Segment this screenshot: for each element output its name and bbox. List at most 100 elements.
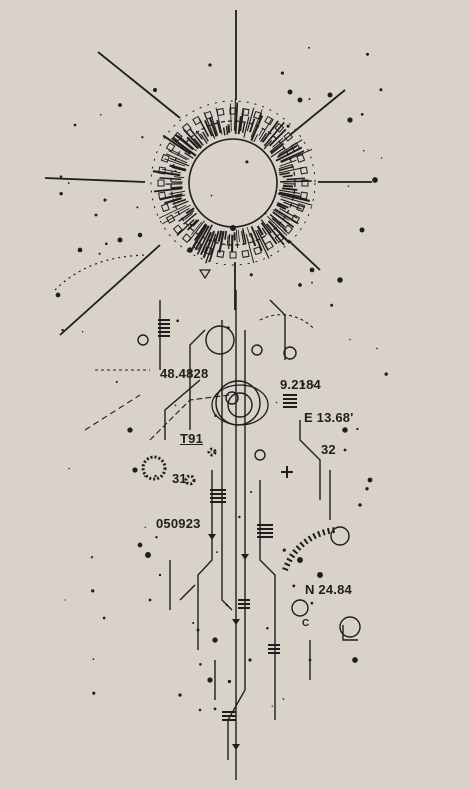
sun-long-ray	[44, 177, 146, 183]
sun-ring-notch	[241, 108, 250, 117]
sun-ring-notch	[172, 224, 183, 235]
scatter-dot	[352, 657, 358, 663]
sun-ray-tick	[270, 142, 285, 155]
scatter-dot	[127, 427, 133, 433]
sun-ray-tick	[261, 120, 279, 143]
sun-ray-tick	[200, 133, 208, 144]
scatter-dot	[264, 212, 267, 215]
sun-ray-tick	[250, 115, 264, 142]
sun-ring-notch	[181, 233, 192, 244]
number-31-label: 31	[172, 471, 187, 486]
coordinate-label-a: 48.4828	[160, 366, 209, 381]
sun-ray-tick	[208, 117, 218, 137]
sun-ray-tick	[258, 128, 264, 136]
scatter-dot	[286, 124, 290, 128]
scatter-dot	[292, 584, 296, 588]
sun-ray-tick	[161, 207, 190, 225]
scatter-dot	[297, 557, 303, 563]
sun-ray-tick	[183, 212, 197, 225]
sun-ring-notch	[264, 240, 274, 251]
sun-ring-notch	[192, 240, 202, 251]
circuit-node-ellipse	[211, 384, 269, 426]
sun-ray-tick	[286, 177, 306, 181]
sun-ray-tick	[279, 191, 302, 198]
scatter-dot	[196, 628, 200, 632]
sun-ray-tick	[267, 216, 288, 236]
sun-ray-tick	[186, 136, 200, 150]
sun-ray-tick	[256, 225, 264, 236]
scatter-dot	[55, 292, 61, 298]
sun-ring-notch	[229, 251, 237, 259]
scatter-dot	[103, 198, 107, 202]
sun-ring-notch	[203, 246, 213, 256]
sun-ray-tick	[173, 176, 185, 179]
scatter-dot	[337, 277, 343, 283]
sun-ray-tick	[279, 208, 298, 219]
scatter-dot	[192, 621, 195, 624]
sun-ray-tick	[267, 220, 291, 244]
sun-ray-tick	[277, 144, 298, 158]
sun-ray-tick	[282, 174, 293, 178]
sun-ray-tick	[269, 133, 293, 153]
sun-ray-tick	[189, 128, 204, 146]
sun-ray-tick	[158, 204, 187, 219]
scatter-dot	[367, 477, 373, 483]
sun-ray-tick	[282, 184, 294, 188]
scatter-dot	[379, 88, 383, 92]
sun-ring-notch	[158, 191, 167, 200]
sun-ring-notch	[299, 166, 308, 175]
scatter-dot	[360, 113, 364, 116]
sun-ray-tick	[283, 201, 302, 210]
sun-ray-tick	[226, 235, 229, 246]
scatter-dot	[100, 113, 102, 116]
scatter-dot	[77, 247, 83, 253]
scatter-dot	[158, 573, 162, 577]
scatter-dot	[118, 103, 122, 107]
sun-ray-tick	[217, 230, 223, 243]
circuit-trace	[164, 379, 201, 440]
sun-ring-notch	[253, 246, 263, 256]
scatter-dot	[227, 679, 232, 684]
sun-ray-tick	[192, 219, 200, 227]
sun-ray-tick	[216, 119, 222, 134]
sun-ray-tick	[168, 190, 185, 195]
scatter-dot	[384, 372, 388, 376]
sun-ray-tick	[172, 198, 187, 205]
scatter-dot	[282, 698, 285, 700]
sun-ring-notch	[299, 191, 308, 200]
sun-ray-tick	[246, 226, 251, 237]
sun-ray-tick	[172, 200, 189, 209]
triangle-marker	[198, 269, 212, 280]
scatter-dot	[154, 474, 157, 478]
scatter-dot	[343, 448, 347, 452]
sun-ray-tick	[246, 107, 255, 132]
sun-ray-tick	[243, 116, 250, 138]
scatter-dot	[309, 267, 315, 273]
scatter-dot	[250, 491, 253, 494]
sun-ray-tick	[280, 150, 305, 163]
scatter-dot	[247, 239, 249, 241]
sun-ray-tick	[193, 223, 207, 242]
scatter-dot	[216, 551, 218, 553]
scatter-dot	[67, 182, 70, 184]
sun-ring-notch	[181, 122, 192, 133]
sun-ray-tick	[277, 192, 310, 202]
sun-ray-tick	[249, 118, 256, 133]
sun-ray-tick	[184, 212, 193, 221]
date-label: 050923	[156, 516, 201, 531]
scatter-dot	[297, 97, 303, 103]
sun-ring-notch	[301, 179, 309, 187]
scatter-dot	[308, 98, 311, 100]
sun-ray-tick	[279, 159, 297, 167]
sun-long-ray	[287, 239, 321, 271]
sun-ring-notch	[283, 224, 294, 235]
scatter-dot	[220, 230, 222, 232]
scatter-dot	[311, 281, 313, 284]
sun-ray-tick	[196, 224, 213, 255]
sun-ring-notch	[165, 214, 176, 224]
sun-burst	[44, 10, 372, 336]
scatter-dot	[92, 658, 95, 660]
scatter-dot	[330, 303, 334, 307]
scatter-dot	[137, 542, 143, 548]
scatter-dot	[282, 548, 286, 552]
